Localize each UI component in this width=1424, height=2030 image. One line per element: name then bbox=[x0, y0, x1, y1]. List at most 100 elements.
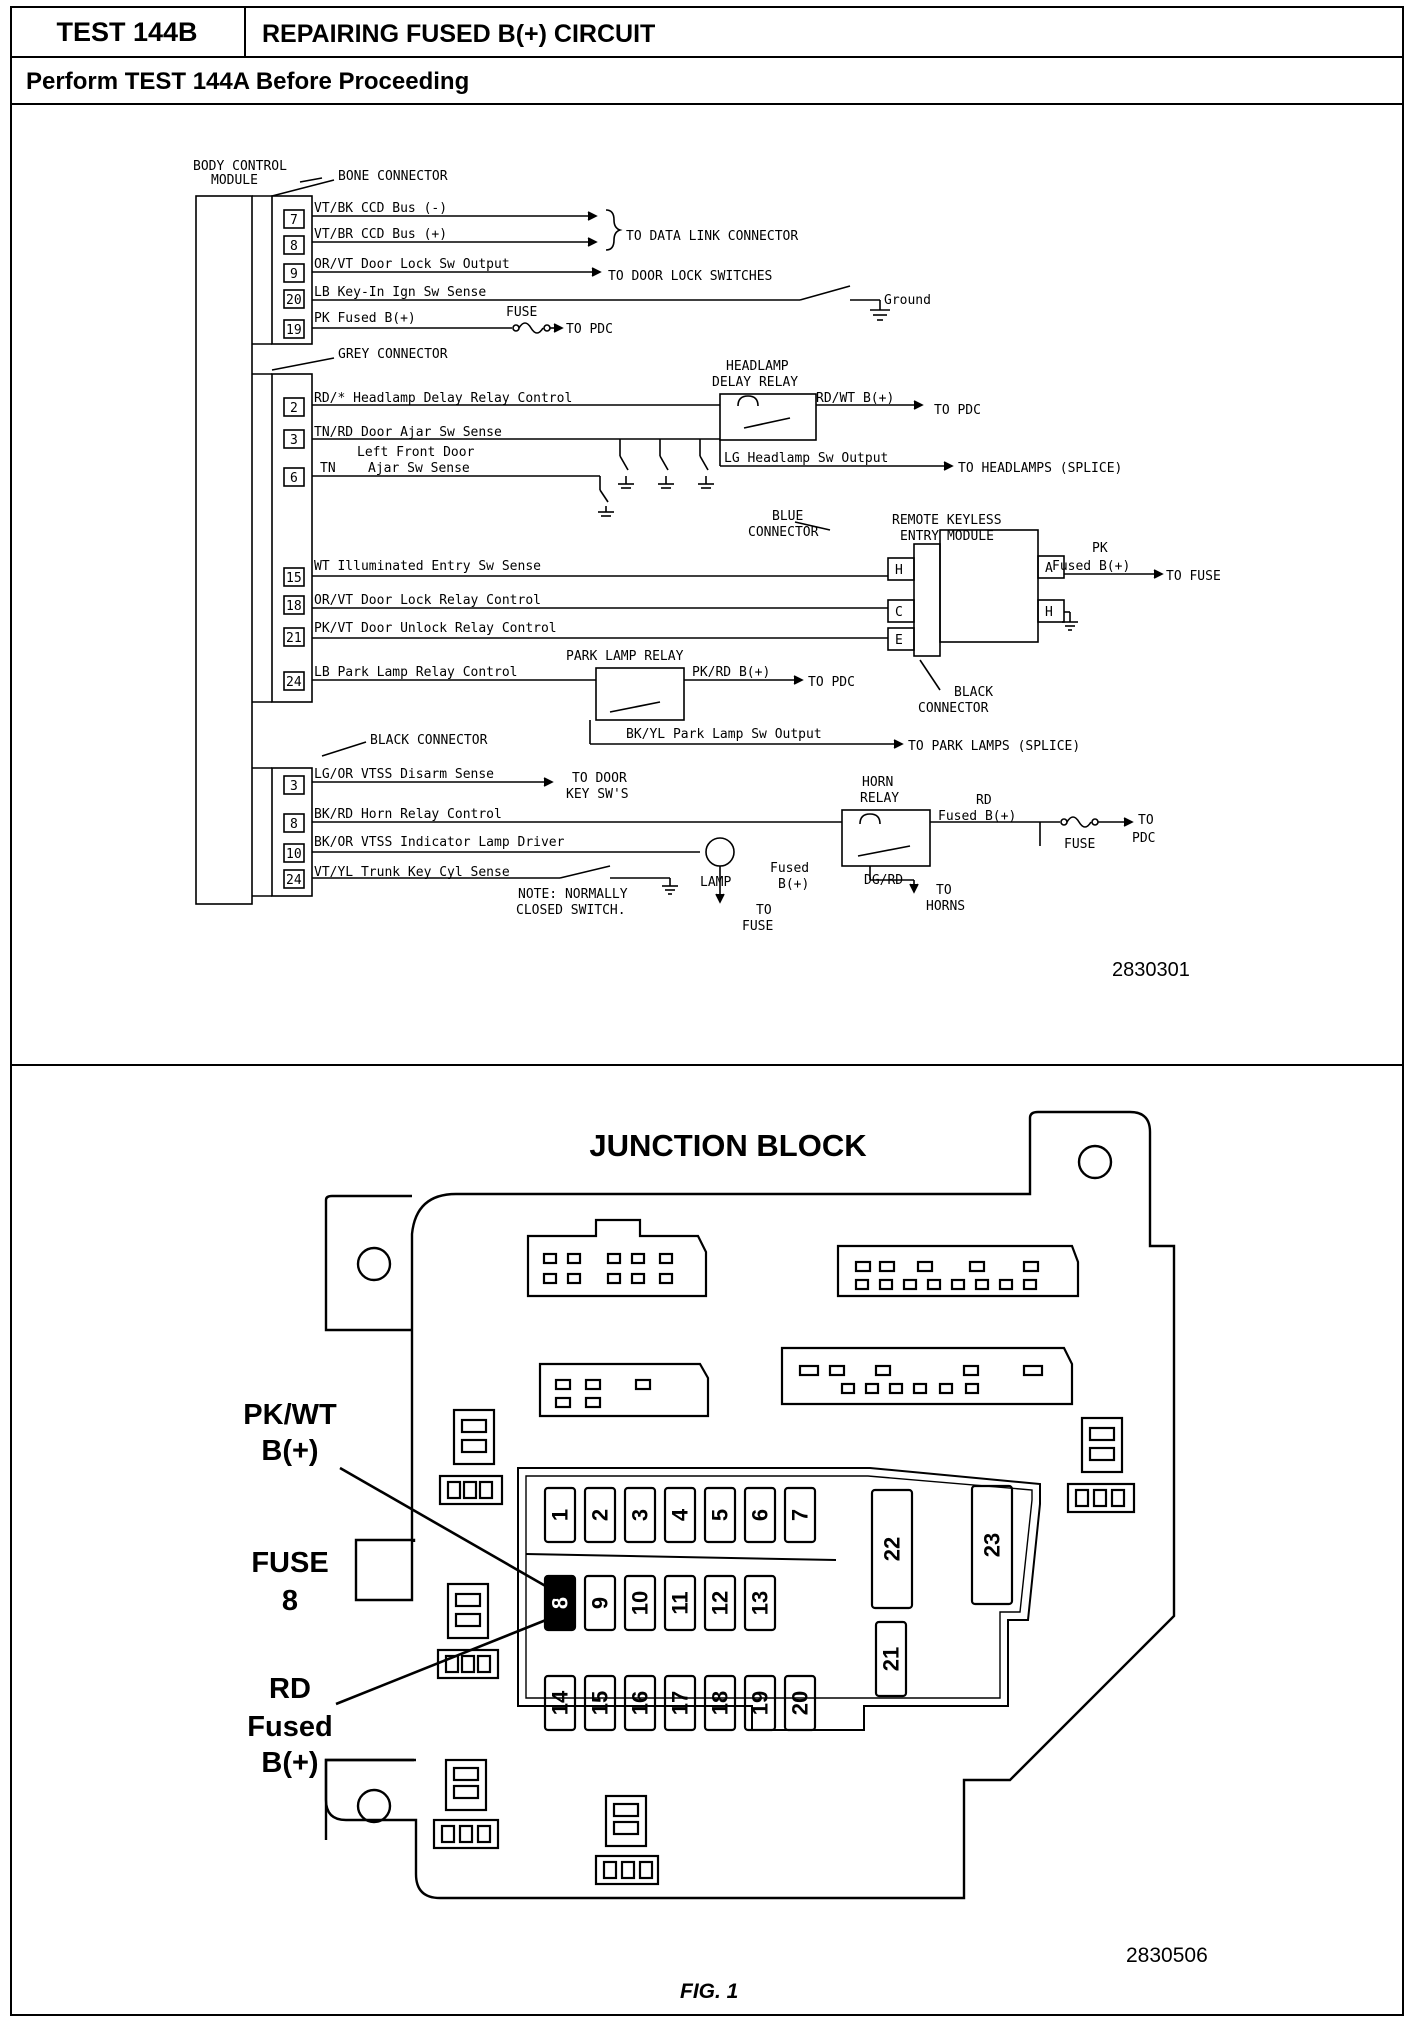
bcm-label-2: MODULE bbox=[211, 173, 258, 188]
park-relay-label: PARK LAMP RELAY bbox=[566, 649, 684, 664]
rke-pin: A bbox=[1045, 561, 1053, 576]
test-number: TEST 144B bbox=[10, 6, 246, 58]
figure-id: 2830301 bbox=[1112, 959, 1190, 981]
blue-connector-label-1: BLUE bbox=[772, 509, 803, 524]
pin-number: 19 bbox=[286, 323, 302, 338]
pin-number: 18 bbox=[286, 599, 302, 614]
to-fuse-label: TO FUSE bbox=[1166, 569, 1221, 584]
to-label: TO bbox=[756, 903, 772, 918]
pin-number: 3 bbox=[290, 433, 298, 448]
rke-label-1: REMOTE KEYLESS bbox=[892, 513, 1002, 528]
horn-relay-label-2: RELAY bbox=[860, 791, 899, 806]
rke-pin: H bbox=[895, 563, 903, 578]
horn-relay-label-1: HORN bbox=[862, 775, 893, 790]
rke-label-2: ENTRY MODULE bbox=[900, 529, 994, 544]
rd-label: RD bbox=[976, 793, 992, 808]
fused-b-label: Fused B(+) bbox=[1052, 559, 1130, 574]
black-connector-outline bbox=[271, 767, 313, 897]
fused-lamp-label-2: B(+) bbox=[778, 877, 809, 892]
lamp-label: LAMP bbox=[700, 875, 731, 890]
dg-rd-label: DG/RD bbox=[864, 873, 903, 888]
to-data-link-label: TO DATA LINK CONNECTOR bbox=[626, 229, 798, 244]
pin-number: 21 bbox=[286, 631, 302, 646]
horns-label: HORNS bbox=[926, 899, 965, 914]
to-door-lock-label: TO DOOR LOCK SWITCHES bbox=[608, 269, 772, 284]
headlamp-relay-label-1: HEADLAMP bbox=[726, 359, 789, 374]
pin-number: 10 bbox=[286, 847, 302, 862]
pin-number: 3 bbox=[290, 779, 298, 794]
pin-number: 15 bbox=[286, 571, 302, 586]
fuse-caps-label: FUSE bbox=[742, 919, 773, 934]
circuit-label: LG/OR VTSS Disarm Sense bbox=[314, 767, 494, 782]
grey-connector-outline bbox=[271, 373, 313, 703]
fuse-caps-label: FUSE bbox=[1064, 837, 1095, 852]
circuit-label: LB Park Lamp Relay Control bbox=[314, 665, 518, 680]
circuit-label: OR/VT Door Lock Sw Output bbox=[314, 257, 510, 272]
bone-connector-label: BONE CONNECTOR bbox=[338, 169, 448, 184]
pin6-color-label: TN bbox=[320, 461, 336, 476]
rke-pin: H bbox=[1045, 605, 1053, 620]
black-connector-label: BLACK CONNECTOR bbox=[370, 733, 488, 748]
fused-lamp-label-1: Fused bbox=[770, 861, 809, 876]
pin-number: 2 bbox=[290, 401, 298, 416]
black-conn-label-2: CONNECTOR bbox=[918, 701, 989, 716]
to-pdc-label: TO PDC bbox=[808, 675, 855, 690]
circuit-label: OR/VT Door Lock Relay Control bbox=[314, 593, 541, 608]
rke-module-box bbox=[939, 529, 1039, 643]
park-relay-box bbox=[595, 667, 685, 721]
wiring-diagram: BODY CONTROL MODULE BONE CONNECTOR GREY … bbox=[193, 159, 1221, 981]
headlamp-relay-box bbox=[719, 393, 817, 441]
pin6-extra-label: Left Front Door bbox=[357, 445, 475, 460]
circuit-label: VT/BR CCD Bus (+) bbox=[314, 227, 447, 242]
pk-rd-label: PK/RD B(+) bbox=[692, 665, 770, 680]
rke-pin: C bbox=[895, 605, 903, 620]
note-label-2: CLOSED SWITCH. bbox=[516, 903, 626, 918]
lamp-symbol bbox=[705, 837, 735, 867]
subheader-text: Perform TEST 144A Before Proceeding bbox=[26, 68, 470, 95]
circuit-label: LB Key-In Ign Sw Sense bbox=[314, 285, 486, 300]
subheader-bar bbox=[10, 58, 1404, 105]
pin-number: 7 bbox=[290, 213, 298, 228]
rd-wt-label: RD/WT B(+) bbox=[816, 391, 894, 406]
circuit-label: BK/OR VTSS Indicator Lamp Driver bbox=[314, 835, 565, 850]
circuit-label: PK/VT Door Unlock Relay Control bbox=[314, 621, 557, 636]
to-label: TO bbox=[1138, 813, 1154, 828]
to-park-lamps-label: TO PARK LAMPS (SPLICE) bbox=[908, 739, 1080, 754]
pin-number: 20 bbox=[286, 293, 302, 308]
pin-number: 9 bbox=[290, 267, 298, 282]
headlamp-relay-label-2: DELAY RELAY bbox=[712, 375, 798, 390]
circuit-label: VT/YL Trunk Key Cyl Sense bbox=[314, 865, 510, 880]
rke-pin: E bbox=[895, 633, 903, 648]
to-headlamps-label: TO HEADLAMPS (SPLICE) bbox=[958, 461, 1122, 476]
pin-number: 8 bbox=[290, 239, 298, 254]
to-label: TO bbox=[936, 883, 952, 898]
bcm-box bbox=[195, 195, 253, 905]
blue-connector-label-2: CONNECTOR bbox=[748, 525, 819, 540]
bcm-label-1: BODY CONTROL bbox=[193, 159, 287, 174]
circuit-label: WT Illuminated Entry Sw Sense bbox=[314, 559, 541, 574]
circuit-label: RD/* Headlamp Delay Relay Control bbox=[314, 391, 572, 406]
to-pdc-label: TO PDC bbox=[566, 322, 613, 337]
fused-b-label: Fused B(+) bbox=[938, 809, 1016, 824]
bone-connector-outline bbox=[271, 195, 313, 345]
circuit-label: PK Fused B(+) bbox=[314, 311, 416, 326]
bk-yl-label: BK/YL Park Lamp Sw Output bbox=[626, 727, 822, 742]
horn-relay-box bbox=[841, 809, 931, 867]
pk-label: PK bbox=[1092, 541, 1108, 556]
pdc-label: PDC bbox=[1132, 831, 1155, 846]
circuit-label: VT/BK CCD Bus (-) bbox=[314, 201, 447, 216]
fuse-label: FUSE bbox=[506, 305, 537, 320]
circuit-label: BK/RD Horn Relay Control bbox=[314, 807, 502, 822]
header-bar bbox=[10, 6, 1404, 58]
pin-number: 24 bbox=[286, 675, 302, 690]
to-pdc-label: TO PDC bbox=[934, 403, 981, 418]
note-label-1: NOTE: NORMALLY bbox=[518, 887, 628, 902]
to-door-key-label-2: KEY SW'S bbox=[566, 787, 629, 802]
test-title: REPAIRING FUSED B(+) CIRCUIT bbox=[262, 20, 656, 48]
pin-number: 24 bbox=[286, 873, 302, 888]
circuit-label: TN/RD Door Ajar Sw Sense bbox=[314, 425, 502, 440]
section-divider bbox=[10, 1064, 1404, 1066]
black-conn-label-1: BLACK bbox=[954, 685, 993, 700]
pin-number: 8 bbox=[290, 817, 298, 832]
pin-number: 6 bbox=[290, 471, 298, 486]
